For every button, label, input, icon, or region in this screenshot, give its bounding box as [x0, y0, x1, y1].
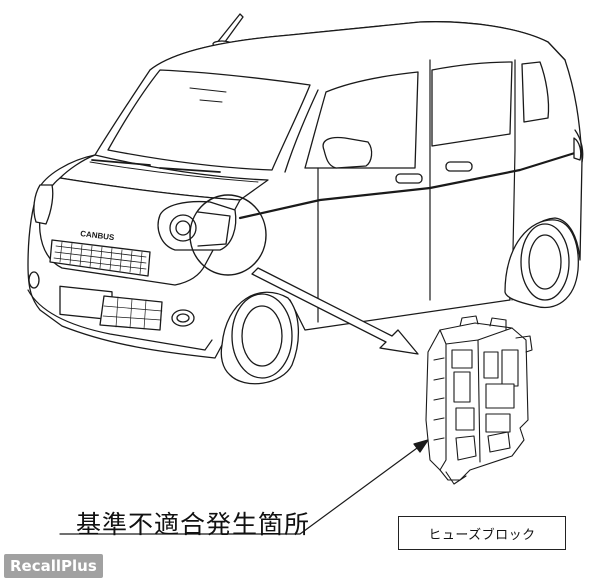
fuse-block-label: ヒューズブロック — [398, 516, 566, 550]
leader-arrowhead — [413, 439, 429, 453]
front-wheel — [220, 291, 300, 385]
watermark-logo: RecallPlus — [4, 554, 103, 578]
rear-quarter-window — [521, 61, 550, 123]
fuse-block-illustration — [425, 315, 533, 485]
front-door — [317, 59, 431, 323]
leader-line — [59, 439, 429, 535]
vehicle-illustration — [27, 21, 584, 385]
rear-lamp — [573, 137, 582, 161]
headlight-right — [157, 200, 237, 251]
vehicle-badge: CANBUS — [80, 229, 116, 242]
wipers — [91, 159, 221, 173]
defect-location-label: 基準不適合発生箇所 — [76, 510, 311, 539]
fuse-block-label-text: ヒューズブロック — [428, 527, 536, 543]
lower-grille — [99, 295, 163, 331]
front-grille — [49, 239, 151, 277]
fog-light-left — [28, 271, 40, 289]
highlight-circle — [189, 194, 267, 276]
front-door-handle — [395, 173, 423, 184]
windshield — [107, 69, 311, 171]
rear-wheel — [504, 219, 579, 308]
rear-door-window — [431, 61, 513, 147]
rear-door-handle — [445, 161, 473, 172]
side-mirror — [322, 136, 373, 169]
pointer-arrow — [251, 267, 419, 355]
headlight-left — [33, 184, 54, 225]
